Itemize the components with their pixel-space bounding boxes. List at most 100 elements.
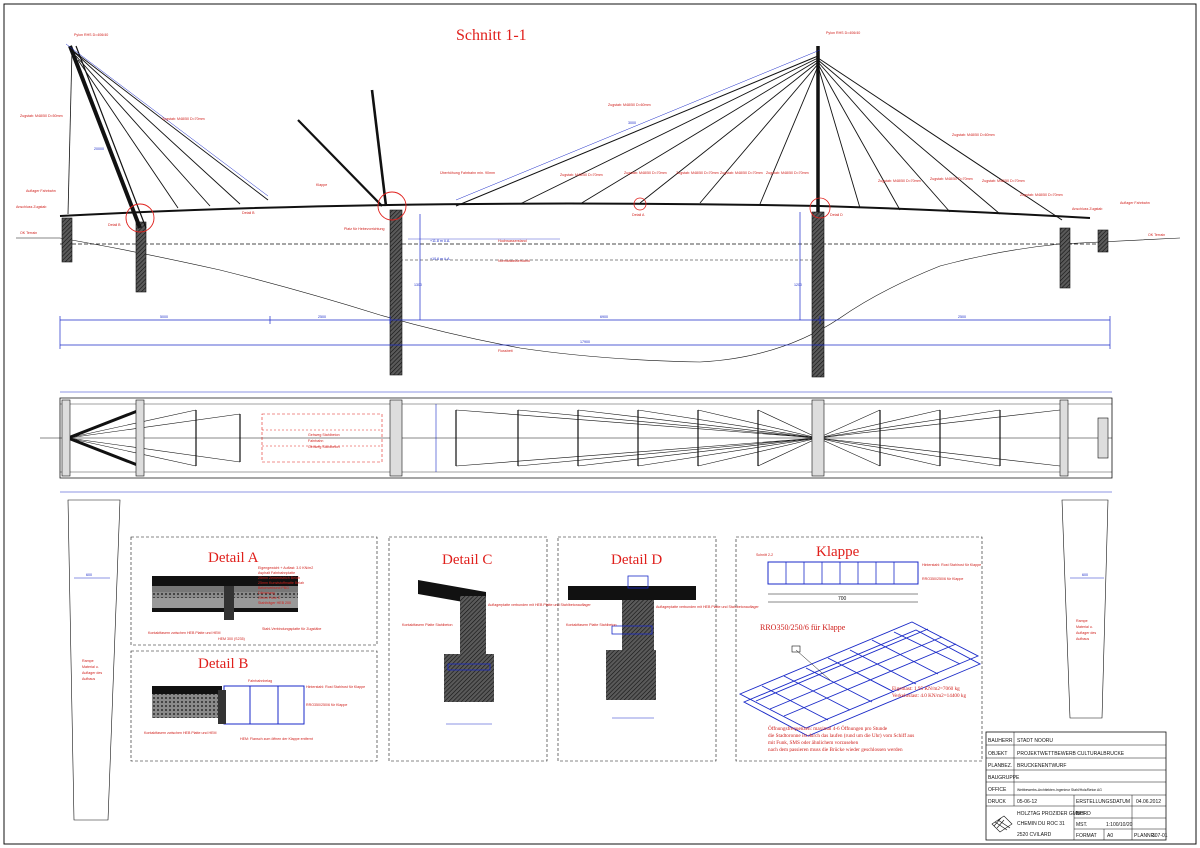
detail-a-panel: Detail A Eigengewicht + Auflast: 3.0 KN/… [130,536,378,646]
drawing-text-79: Detail A [632,213,645,217]
drawing-text-205: RRO350/250/6 für Klappe [306,703,347,707]
drawing-line-110 [67,437,241,463]
drawing-line-117 [517,409,819,439]
drawing-path-102 [59,397,1113,479]
drawing-line-28 [297,119,383,207]
drawing-path-13 [59,202,1091,219]
drawing-line-25 [75,55,211,207]
drawing-text-266: die Stadtoronne ist durch das laufen (ru… [768,732,914,739]
drawing-text-284: BAUHERR [988,738,1013,744]
drawing-rect-197 [152,686,222,694]
detail-a-title: Detail A [208,550,259,566]
drawing-text-207: HEM: Flansch zum öffnen der Klappe entfe… [240,737,313,741]
drawing-text-77: Detail B [108,223,121,227]
drawing-text-65: Zugstab: M48/50 D=70mm [624,171,667,175]
drawing-text-168: Auflager des [82,671,102,675]
drawing-text-192: HEM 300 (S235) [218,637,245,641]
drawing-rect-149 [389,399,403,477]
drawing-circle-45 [633,197,647,211]
drawing-line-38 [817,59,1001,215]
drawing-text-227: Auflagerplatte verbunden mit HEB Platte … [656,605,759,609]
drawing-line-128 [817,437,1061,467]
drawing-rect-151 [1059,399,1069,477]
drawing-text-185: 25mm Zementstrich Belah [258,576,300,580]
drawing-text-302: MST. [1076,822,1087,828]
drawing-path-160 [67,499,121,821]
drawing-text-245: Hinterstahl: Rost Stahlrost für Klappe [922,563,981,567]
drawing-line-41 [817,65,861,209]
drawing-line-125 [757,409,819,439]
drawing-rect-221 [568,586,696,600]
drawing-text-268: nach dem passieren muss die Brücke wiede… [768,747,903,753]
drawing-text-66: Zugstab: M48/50 D=70mm [676,171,719,175]
drawing-text-64: Zugstab: M48/50 D=70mm [560,173,603,177]
drawing-text-70: Zugstab: M48/50 D=70mm [930,177,973,181]
drawing-text-74: Anschluss Zugstab [16,205,46,209]
drawing-text-265: Öffnungsfrequenzen: maximal 4-6 Öffnunge… [768,725,888,732]
drawing-text-92: 2500 [318,315,326,319]
drawing-rect-152 [1097,417,1109,459]
drawing-rect-195 [130,650,378,762]
drawing-line-116 [455,437,819,467]
drawing-text-87: Normalwasserstand [498,259,530,263]
drawing-line-22 [67,49,73,215]
drawing-text-304: FORMAT [1076,833,1097,839]
drawing-line-134 [817,437,881,467]
drawing-text-61: Zugstab: M48/50 D=70mm [162,117,205,121]
drawing-text-285: STADT NOORU [1017,738,1053,744]
drawing-text-171: Material u. [1076,625,1093,629]
drawing-text-173: Aufbaus [1076,637,1089,641]
drawing-text-62: Zugstab: M48/50 D=60mm [608,103,651,107]
drawing-text-167: Material u. [82,665,99,669]
drawing-text-96: 1300 [414,283,422,287]
detail-c-panel: Detail C Auflagerplatte verbunden mit HE… [388,536,591,762]
drawing-g-153 [60,391,1112,493]
drawing-line-106 [67,436,141,468]
drawing-line-312 [993,817,1002,827]
drawing-text-184: Asphalt Fahrbahnplatte [258,571,295,575]
drawing-text-158: Fahrbahn [308,439,323,443]
drawing-text-82: Platz für Hebevorrichtung [344,227,385,231]
drawing-line-29 [370,89,388,207]
drawing-line-107 [67,409,197,439]
drawing-text-165: 600 [1082,573,1088,577]
drawing-text-170: Rampe [1076,619,1088,623]
drawing-line-253 [805,667,873,703]
drawing-line-32 [519,57,819,205]
drawing-line-105 [67,408,141,440]
drawing-text-246: RRO350/250/6 für Klappe [922,577,963,581]
drawing-text-157: Gehweg Stahlbeton [308,433,340,437]
drawing-text-288: PLANBEZ. [988,763,1012,769]
sheet-frame [3,3,1197,845]
drawing-text-86: Hochwasserstand [498,239,527,243]
company-logo [991,815,1013,833]
drawing-text-67: Zugstab: M48/50 D=70mm [720,171,763,175]
drawing-g-248 [738,621,982,737]
drawing-line-310 [994,821,1008,831]
drawing-text-296: ERSTELLUNGSDATUM [1076,799,1130,805]
drawing-line-35 [699,63,819,204]
drawing-rect-209 [388,536,548,762]
drawing-text-85: Überhöhung Fahrbahn min. 90mm [440,171,495,175]
drawing-line-31 [455,55,819,207]
drawing-rect-225 [611,625,653,635]
detail-b-title: Detail B [198,656,248,672]
drawing-line-26 [77,59,179,209]
drawing-path-161 [1061,499,1109,719]
pylon-left [68,45,142,229]
drawing-text-63: Zugstab: M48/50 D=60mm [952,133,995,137]
drawing-text-89: +11.8 m ü.A. [430,239,450,243]
drawing-line-115 [455,409,819,439]
drawing-text-59: Pylon RHS D=406/40 [826,31,860,35]
drawing-text-187: Betonverbund PBG [258,586,289,590]
drawing-rect-212 [460,596,486,654]
drawing-text-301: NORD [1076,811,1091,817]
drawing-line-122 [637,437,819,467]
drawing-text-295: 05-06-12 [1017,799,1037,805]
drawing-text-183: Eigengewicht + Auflast: 3.0 KN/m2 [258,566,313,570]
title-block: BAUHERR STADT NOORU OBJEKT PROJEKTWETTBE… [985,731,1168,841]
drawing-line-133 [817,409,881,439]
pier-4 [811,211,825,378]
drawing-line-132 [817,437,941,467]
pier-5 [1059,227,1071,289]
